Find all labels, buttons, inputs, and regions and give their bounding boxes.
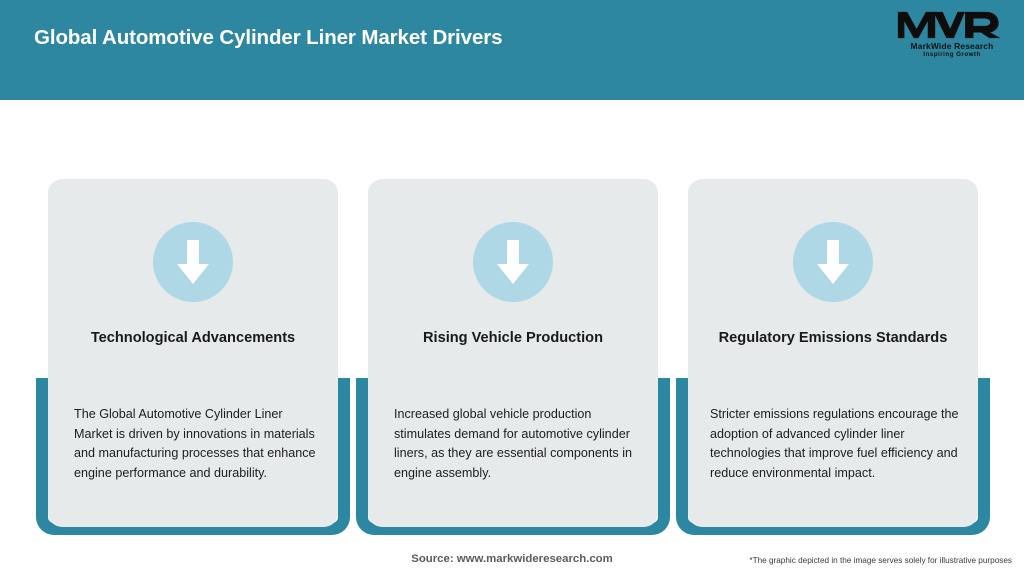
card-surface: Technological Advancements The Global Au…: [48, 179, 338, 527]
disclaimer-note: *The graphic depicted in the image serve…: [749, 556, 1012, 565]
mwr-logo-icon: [896, 8, 1008, 42]
card-title: Technological Advancements: [90, 330, 296, 346]
source-label: Source: www.markwideresearch.com: [411, 553, 613, 565]
drivers-card-group: Technological Advancements The Global Au…: [0, 100, 1024, 540]
card-title: Regulatory Emissions Standards: [718, 330, 948, 346]
card-accent-frame: [356, 378, 670, 535]
driver-card-3[interactable]: Regulatory Emissions Standards Stricter …: [676, 100, 990, 540]
driver-card-2[interactable]: Rising Vehicle Production Increased glob…: [356, 100, 670, 540]
card-description: The Global Automotive Cylinder Liner Mar…: [74, 407, 316, 480]
arrow-down-icon: [473, 222, 553, 302]
arrow-down-icon: [153, 222, 233, 302]
logo-company-name: MarkWide Research: [910, 41, 994, 51]
card-description: Stricter emissions regulations encourage…: [710, 407, 959, 480]
page-header: Global Automotive Cylinder Liner Market …: [0, 0, 1024, 100]
card-title: Rising Vehicle Production: [422, 330, 604, 346]
card-description: Increased global vehicle production stim…: [394, 407, 633, 480]
brand-logo: MarkWide Research Inspiring Growth: [896, 8, 1008, 66]
arrow-down-icon: [793, 222, 873, 302]
logo-tagline: Inspiring Growth: [923, 51, 981, 58]
page-title: Global Automotive Cylinder Liner Market …: [34, 26, 503, 49]
card-surface: Rising Vehicle Production Increased glob…: [368, 179, 658, 527]
driver-card-1[interactable]: Technological Advancements The Global Au…: [36, 100, 350, 540]
card-surface: Regulatory Emissions Standards Stricter …: [688, 179, 978, 527]
